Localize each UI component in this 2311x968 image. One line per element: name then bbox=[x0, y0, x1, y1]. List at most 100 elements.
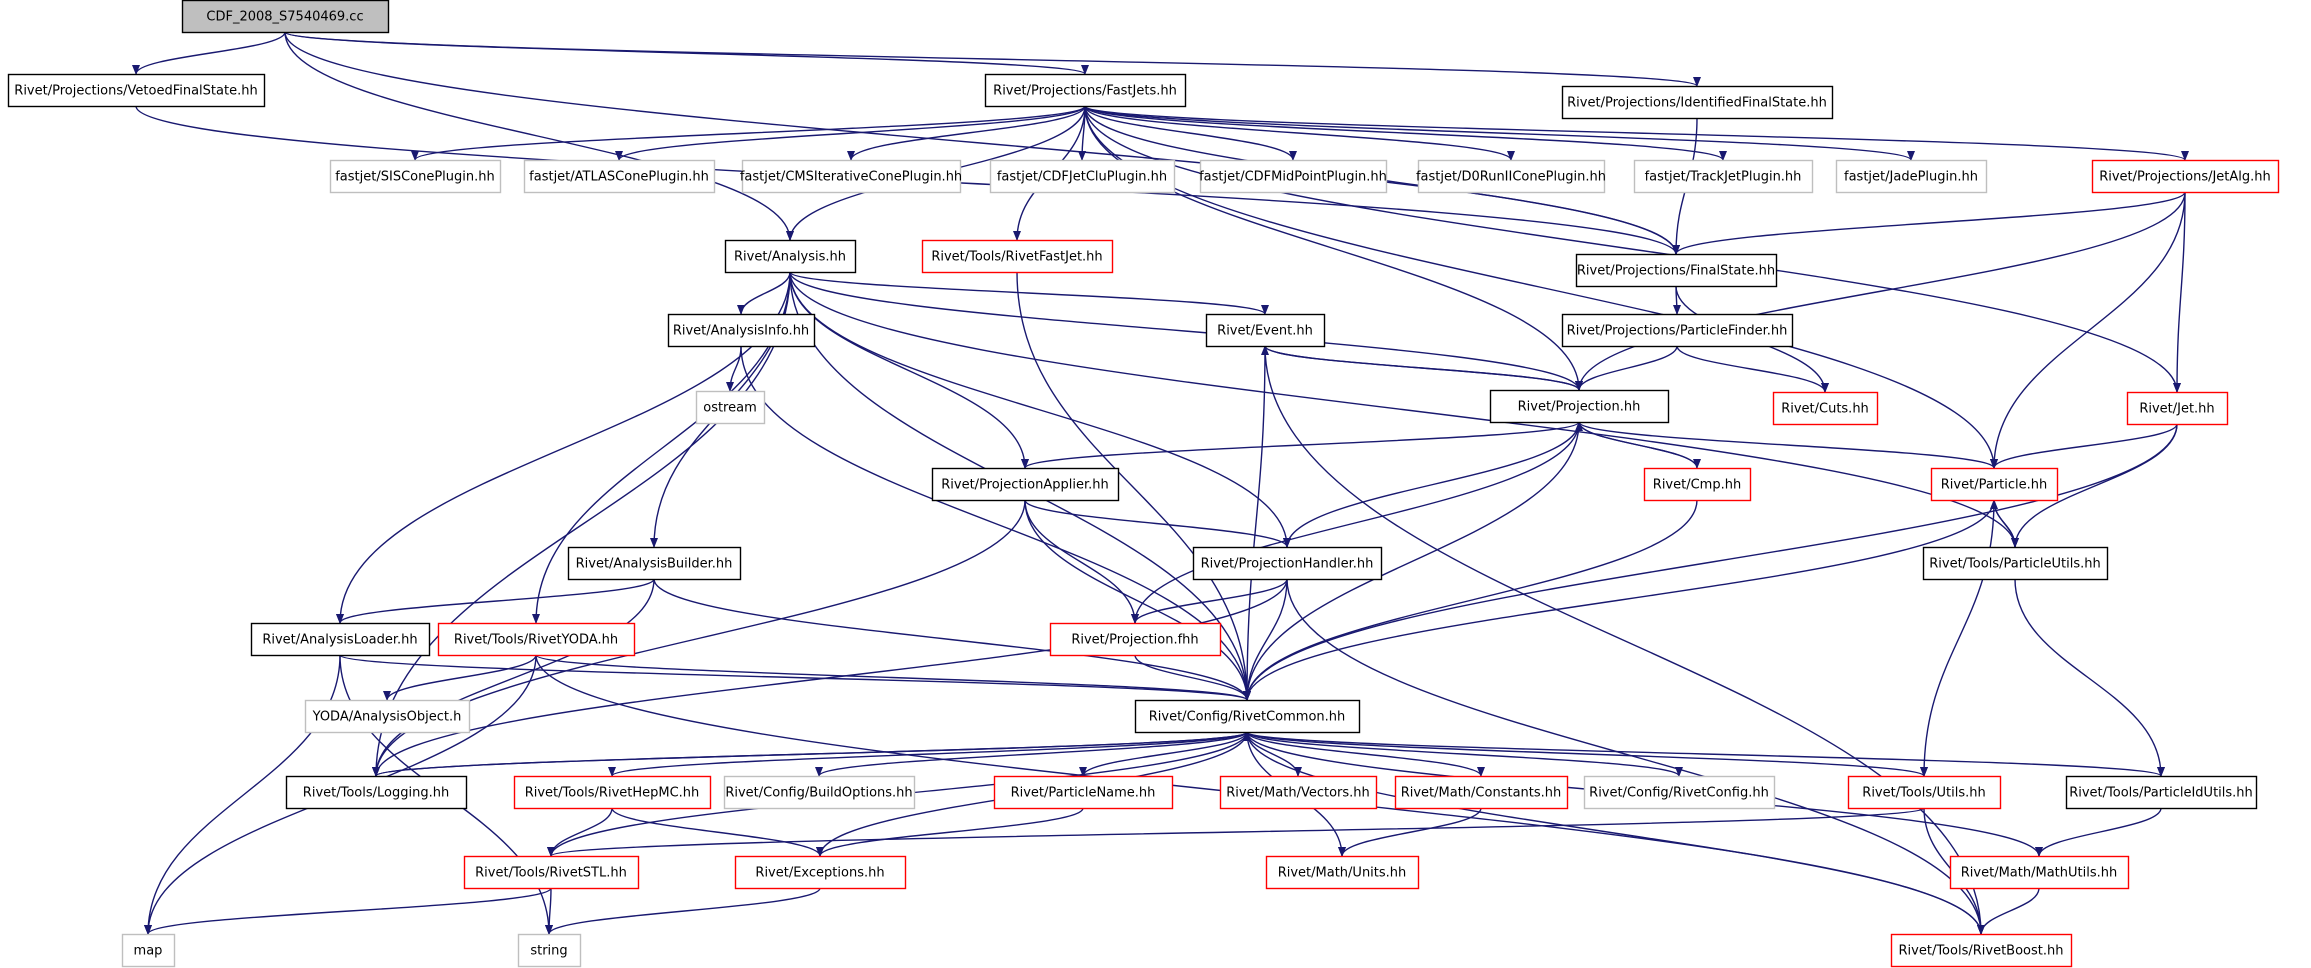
node-cuts[interactable]: Rivet/Cuts.hh bbox=[1772, 391, 1879, 426]
edge-rivetyoda-to-yodaobj bbox=[383, 654, 537, 701]
node-projfhh[interactable]: Rivet/Projection.fhh bbox=[1049, 622, 1222, 657]
node-constants[interactable]: Rivet/Math/Constants.hh bbox=[1394, 775, 1569, 810]
edge-jetalg-to-jet bbox=[2173, 191, 2186, 393]
edge-line bbox=[2014, 578, 2165, 777]
node-fastjets[interactable]: Rivet/Projections/FastJets.hh bbox=[984, 73, 1187, 108]
edge-line bbox=[1575, 191, 2186, 391]
node-box-siscone bbox=[329, 159, 502, 194]
node-rivetyoda[interactable]: Rivet/Tools/RivetYODA.hh bbox=[437, 622, 636, 657]
edge-projection-to-rivetcommon bbox=[1243, 421, 1580, 701]
node-box-projapplier bbox=[931, 467, 1120, 502]
edge-line bbox=[383, 654, 537, 701]
edge-line bbox=[372, 578, 655, 777]
node-finalstate[interactable]: Rivet/Projections/FinalState.hh bbox=[1575, 253, 1778, 288]
node-label-rivetcommon: Rivet/Config/RivetCommon.hh bbox=[1149, 710, 1346, 725]
edge-projhandler-to-projfhh bbox=[1131, 578, 1288, 624]
node-box-particleutils bbox=[1922, 546, 2109, 581]
node-rivetstl[interactable]: Rivet/Tools/RivetSTL.hh bbox=[463, 855, 640, 890]
node-box-rivetboost bbox=[1890, 933, 2073, 968]
edge-projection-to-particle bbox=[1578, 421, 1998, 469]
edge-analysis-to-event bbox=[789, 271, 1269, 315]
node-vectors[interactable]: Rivet/Math/Vectors.hh bbox=[1219, 775, 1378, 810]
edge-jetalg-to-projection bbox=[1575, 191, 2186, 391]
node-rivetcommon[interactable]: Rivet/Config/RivetCommon.hh bbox=[1134, 699, 1361, 734]
node-label-siscone: fastjet/SISConePlugin.hh bbox=[335, 170, 495, 185]
edge-root-to-fastjets bbox=[284, 31, 1089, 75]
node-rivethepmc[interactable]: Rivet/Tools/RivetHepMC.hh bbox=[513, 775, 712, 810]
node-mathutils[interactable]: Rivet/Math/MathUtils.hh bbox=[1949, 855, 2130, 890]
node-box-analysis bbox=[724, 239, 857, 274]
node-box-projection bbox=[1489, 389, 1670, 424]
node-label-cmsiter: fastjet/CMSIterativeConePlugin.hh bbox=[740, 170, 962, 185]
edge-line bbox=[1246, 731, 1928, 777]
edge-line bbox=[1264, 345, 1985, 935]
node-particleidutils[interactable]: Rivet/Tools/ParticleIdUtils.hh bbox=[2065, 775, 2258, 810]
edge-fastjets-to-jade bbox=[1084, 105, 1915, 161]
edge-line bbox=[1024, 499, 1251, 701]
node-box-rivetyoda bbox=[437, 622, 636, 657]
node-label-projapplier: Rivet/ProjectionApplier.hh bbox=[941, 478, 1108, 493]
edge-analysisbuilder-to-rivetcommon bbox=[653, 578, 1251, 701]
edge-line bbox=[1246, 731, 1683, 777]
node-projhandler[interactable]: Rivet/ProjectionHandler.hh bbox=[1192, 546, 1383, 581]
edge-line bbox=[789, 271, 1291, 548]
node-rivetconfig: Rivet/Config/RivetConfig.hh bbox=[1583, 775, 1776, 810]
node-box-particlefinder bbox=[1561, 313, 1794, 348]
node-rivetfastjet[interactable]: Rivet/Tools/RivetFastJet.hh bbox=[921, 239, 1114, 274]
node-label-projection: Rivet/Projection.hh bbox=[1518, 400, 1641, 415]
node-logging[interactable]: Rivet/Tools/Logging.hh bbox=[285, 775, 468, 810]
edge-line bbox=[1246, 731, 2165, 777]
edge-line bbox=[815, 731, 1248, 777]
node-box-cdfmid bbox=[1199, 159, 1388, 194]
edge-line bbox=[2173, 191, 2186, 393]
node-box-fastjets bbox=[984, 73, 1187, 108]
node-event[interactable]: Rivet/Event.hh bbox=[1205, 313, 1326, 348]
edge-line bbox=[1084, 105, 1915, 161]
edge-rivetyoda-to-rivetcommon bbox=[535, 654, 1251, 701]
edge-exceptions-to-string bbox=[545, 887, 821, 935]
node-analysis[interactable]: Rivet/Analysis.hh bbox=[724, 239, 857, 274]
node-string: string bbox=[517, 933, 582, 968]
edge-line bbox=[1084, 105, 1727, 161]
node-box-finalstate bbox=[1575, 253, 1778, 288]
node-vetoed[interactable]: Rivet/Projections/VetoedFinalState.hh bbox=[7, 73, 266, 108]
edge-fastjets-to-cmsiter bbox=[847, 105, 1086, 161]
edge-projfhh-to-rivetcommon bbox=[1134, 654, 1251, 701]
edge-projhandler-to-rivetcommon bbox=[1243, 578, 1288, 701]
edge-line bbox=[1575, 421, 1698, 469]
edge-projhandler-to-rivetboost bbox=[1286, 578, 1985, 935]
node-analysisloader[interactable]: Rivet/AnalysisLoader.hh bbox=[250, 622, 431, 657]
node-jet[interactable]: Rivet/Jet.hh bbox=[2126, 391, 2229, 426]
node-label-particleutils: Rivet/Tools/ParticleUtils.hh bbox=[1929, 557, 2100, 572]
node-label-string: string bbox=[530, 944, 567, 959]
node-jetalg[interactable]: Rivet/Projections/JetAlg.hh bbox=[2091, 159, 2280, 194]
edge-analysisloader-to-rivetcommon bbox=[339, 654, 1251, 701]
node-projection[interactable]: Rivet/Projection.hh bbox=[1489, 389, 1670, 424]
node-utils[interactable]: Rivet/Tools/Utils.hh bbox=[1847, 775, 2002, 810]
node-particlefinder[interactable]: Rivet/Projections/ParticleFinder.hh bbox=[1561, 313, 1794, 348]
node-idfs[interactable]: Rivet/Projections/IdentifiedFinalState.h… bbox=[1561, 85, 1834, 120]
node-box-particleidutils bbox=[2065, 775, 2258, 810]
node-particle[interactable]: Rivet/Particle.hh bbox=[1930, 467, 2059, 502]
node-rivetboost[interactable]: Rivet/Tools/RivetBoost.hh bbox=[1890, 933, 2073, 968]
node-units[interactable]: Rivet/Math/Units.hh bbox=[1265, 855, 1420, 890]
node-label-jet: Rivet/Jet.hh bbox=[2139, 402, 2214, 417]
node-projapplier[interactable]: Rivet/ProjectionApplier.hh bbox=[931, 467, 1120, 502]
edge-line bbox=[816, 807, 1084, 857]
edge-fastjets-to-siscone bbox=[411, 105, 1086, 161]
edge-line bbox=[1977, 887, 2040, 935]
node-particlename[interactable]: Rivet/ParticleName.hh bbox=[993, 775, 1174, 810]
node-root[interactable]: CDF_2008_S7540469.cc bbox=[181, 0, 390, 34]
node-particleutils[interactable]: Rivet/Tools/ParticleUtils.hh bbox=[1922, 546, 2109, 581]
node-analysisinfo[interactable]: Rivet/AnalysisInfo.hh bbox=[667, 313, 816, 348]
node-label-cmp: Rivet/Cmp.hh bbox=[1653, 478, 1741, 493]
node-label-yodaobj: YODA/AnalysisObject.h bbox=[312, 710, 462, 725]
edge-utils-to-rivetstl bbox=[547, 807, 1925, 857]
node-cmp[interactable]: Rivet/Cmp.hh bbox=[1643, 467, 1752, 502]
node-box-units bbox=[1265, 855, 1420, 890]
edge-line bbox=[1243, 345, 1266, 701]
edge-particle-to-rivetcommon bbox=[1243, 499, 1995, 701]
node-analysisbuilder[interactable]: Rivet/AnalysisBuilder.hh bbox=[567, 546, 742, 581]
node-exceptions[interactable]: Rivet/Exceptions.hh bbox=[734, 855, 907, 890]
edge-line bbox=[1920, 499, 1995, 777]
